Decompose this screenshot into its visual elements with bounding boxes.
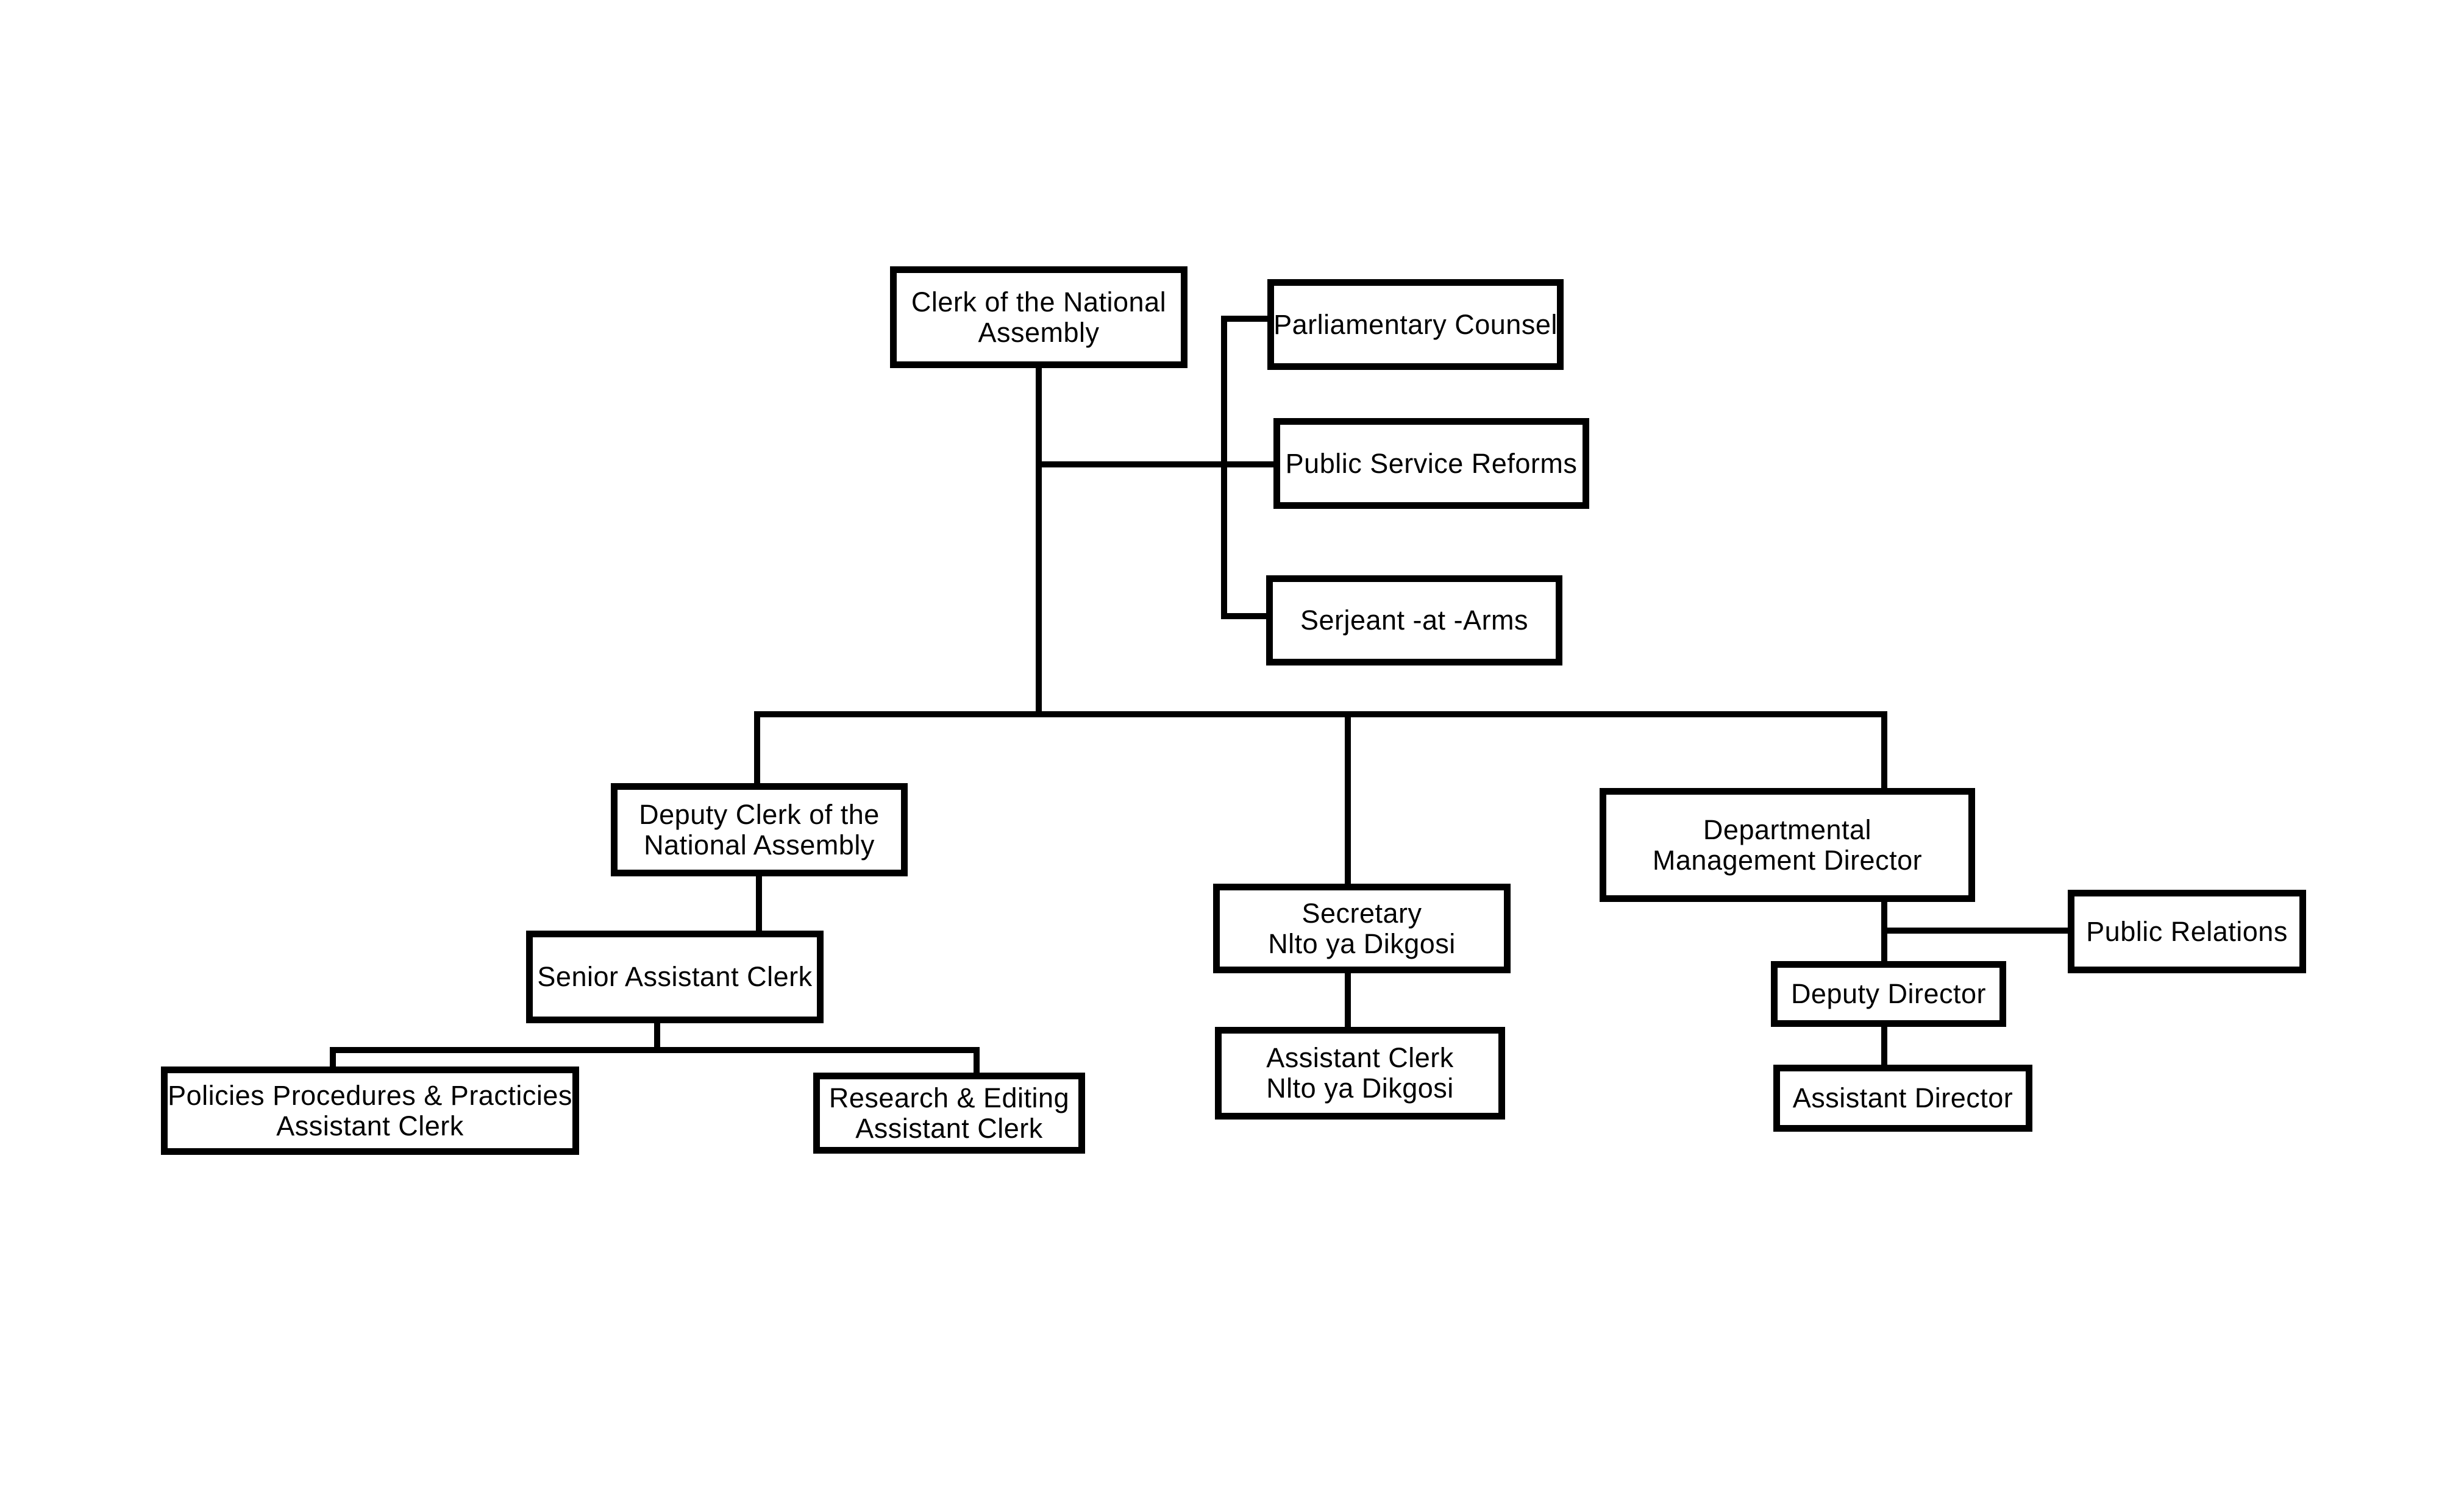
connector-depdir-assdir xyxy=(1881,1027,1887,1065)
org-node-secretary-ntlo: Secretary Nlto ya Dikgosi xyxy=(1213,884,1511,973)
org-node-policies-assistant-clerk: Policies Procedures & Practicies Assista… xyxy=(161,1067,579,1155)
connector-secretary-drop xyxy=(1345,711,1351,884)
node-label-line: Assembly xyxy=(978,316,1100,348)
node-label-line: Research & Editing xyxy=(828,1082,1070,1113)
connector-right-spine xyxy=(1221,316,1227,619)
node-label-line: Nlto ya Dikgosi xyxy=(1266,1073,1454,1104)
connector-stub-serjeant xyxy=(1221,613,1266,619)
connector-research-drop xyxy=(974,1047,980,1073)
connector-departmental-drop xyxy=(1881,711,1887,788)
org-node-research-assistant-clerk: Research & Editing Assistant Clerk xyxy=(813,1073,1085,1154)
node-label-line: Departmental xyxy=(1703,814,1872,845)
node-label-line: Assistant Director xyxy=(1792,1082,2014,1113)
connector-main-spine xyxy=(754,711,1887,717)
node-label-line: Management Director xyxy=(1652,844,1923,876)
node-label-line: Public Service Reforms xyxy=(1285,447,1578,479)
org-node-assistant-director: Assistant Director xyxy=(1773,1065,2032,1132)
connector-lower-tee xyxy=(330,1047,980,1053)
org-node-deputy-director: Deputy Director xyxy=(1771,961,2006,1027)
connector-policies-drop xyxy=(330,1047,336,1067)
org-node-serjeant-at-arms: Serjeant -at -Arms xyxy=(1266,575,1562,665)
node-label-line: Policies Procedures & Practicies xyxy=(168,1079,572,1111)
org-node-assistant-clerk-ntlo: Assistant Clerk Nlto ya Dikgosi xyxy=(1215,1027,1505,1120)
org-node-public-relations: Public Relations xyxy=(2068,890,2306,973)
node-label-line: Senior Assistant Clerk xyxy=(537,961,813,992)
connector-branch-to-reforms xyxy=(1036,461,1273,467)
connector-stub-public-relations xyxy=(1881,928,2068,934)
org-node-departmental-management-director: Departmental Management Director xyxy=(1600,788,1975,902)
connector-clerk-descender xyxy=(1036,368,1042,717)
node-label-line: Public Relations xyxy=(2086,915,2288,947)
org-node-deputy-clerk: Deputy Clerk of the National Assembly xyxy=(611,783,908,876)
node-label-line: Secretary xyxy=(1301,897,1422,929)
org-node-clerk-national-assembly: Clerk of the National Assembly xyxy=(890,266,1187,368)
node-label-line: Deputy Director xyxy=(1790,978,1987,1009)
node-label-line: Nlto ya Dikgosi xyxy=(1268,928,1456,959)
node-label-line: Assistant Clerk xyxy=(1266,1042,1454,1073)
connector-senior-descender xyxy=(654,1023,660,1053)
org-node-public-service-reforms: Public Service Reforms xyxy=(1273,418,1589,509)
node-label-line: Assistant Clerk xyxy=(855,1112,1043,1144)
connector-deputy-to-senior xyxy=(756,876,762,931)
node-label-line: National Assembly xyxy=(644,829,875,861)
node-label-line: Serjeant -at -Arms xyxy=(1300,605,1529,636)
node-label-line: Deputy Clerk of the xyxy=(639,798,880,830)
org-node-parliamentary-counsel: Parliamentary Counsel xyxy=(1267,279,1564,370)
connector-stub-parliamentary xyxy=(1221,316,1267,322)
org-node-senior-assistant-clerk: Senior Assistant Clerk xyxy=(526,931,824,1023)
node-label-line: Parliamentary Counsel xyxy=(1273,308,1558,340)
connector-secretary-assistant xyxy=(1345,973,1351,1027)
node-label-line: Assistant Clerk xyxy=(276,1110,464,1141)
node-label-line: Clerk of the National xyxy=(911,286,1167,318)
connector-deputy-clerk-drop xyxy=(754,711,760,783)
